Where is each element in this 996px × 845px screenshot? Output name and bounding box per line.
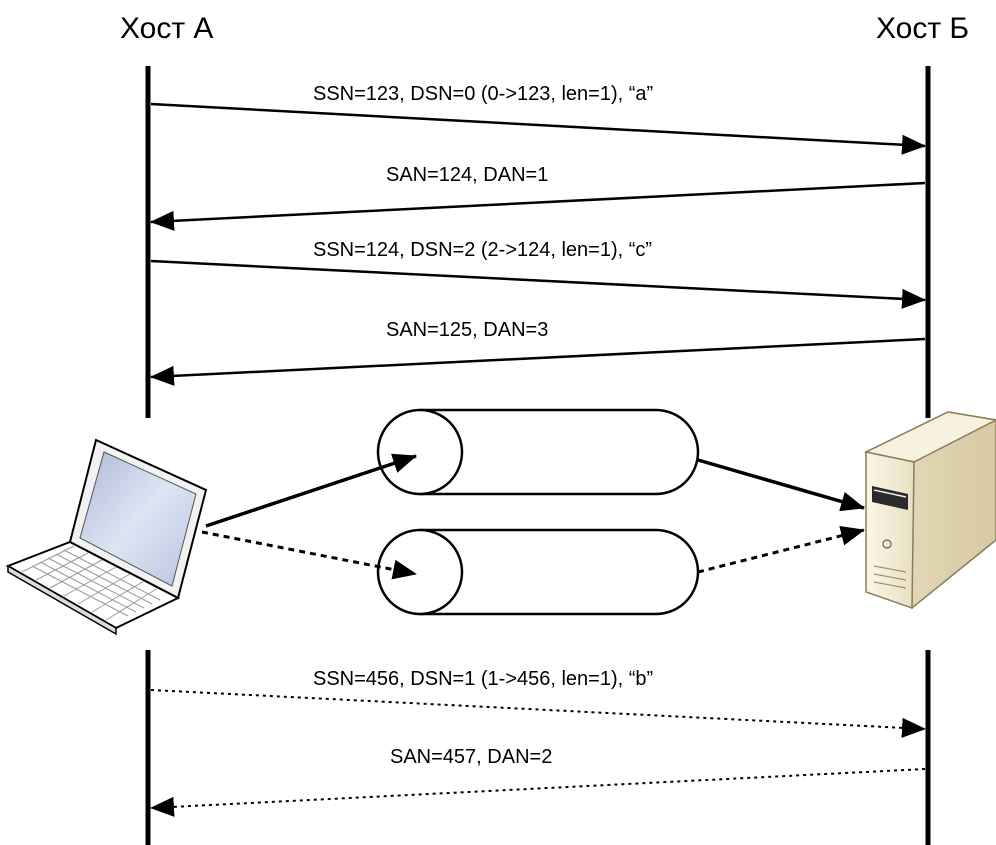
subflow-pipe-1 [376,408,700,496]
message-lower-1: SSN=456, DSN=1 (1->456, len=1), “b” [150,668,926,738]
message-lower-2: SAN=457, DAN=2 [150,746,926,817]
subflow-1-client-link [205,453,417,528]
message-upper-1: SSN=123, DSN=0 (0->123, len=1), “a” [150,83,926,155]
message-label: SAN=457, DAN=2 [390,746,552,768]
message-label: SSN=123, DSN=0 (0->123, len=1), “a” [313,83,653,105]
message-upper-2: SAN=124, DAN=1 [150,164,926,231]
host-a-title: Хост А [120,12,213,45]
message-upper-4: SAN=125, DAN=3 [150,319,926,386]
message-label: SSN=456, DSN=1 (1->456, len=1), “b” [313,668,653,690]
server-tower-icon [863,411,996,610]
subflow-pipe-2 [376,528,700,616]
message-upper-3: SSN=124, DSN=2 (2->124, len=1), “c” [150,239,926,309]
message-label: SAN=124, DAN=1 [386,164,548,186]
message-arrow [150,102,926,155]
message-arrow [150,337,926,386]
message-arrow [150,181,926,231]
host-b-title: Хост Б [876,12,969,45]
subflow-1-server-link [697,458,865,512]
subflow-2-server-link [697,525,865,574]
message-label: SSN=124, DSN=2 (2->124, len=1), “c” [313,239,652,261]
laptop-icon [5,438,208,636]
message-label: SAN=125, DAN=3 [386,319,548,341]
message-arrow [150,259,926,309]
message-arrow [150,768,926,817]
subflow-2-client-link [201,530,417,580]
message-arrow [150,689,926,738]
